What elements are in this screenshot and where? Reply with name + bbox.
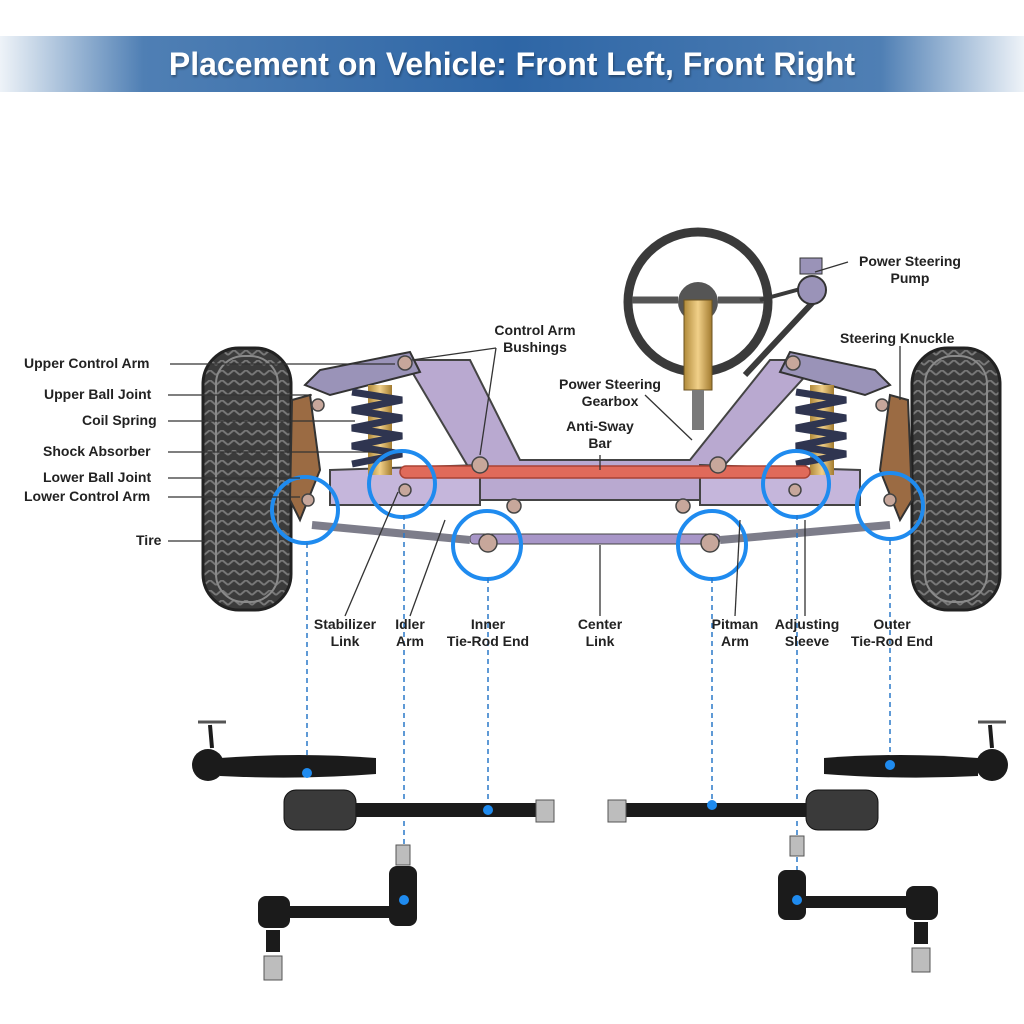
title-banner: Placement on Vehicle: Front Left, Front … <box>0 36 1024 92</box>
label-tire: Tire <box>136 532 162 548</box>
left-tire <box>201 346 293 612</box>
label-coil-spring: Coil Spring <box>82 412 157 428</box>
highlight-circles <box>270 449 925 581</box>
center-link <box>469 533 721 545</box>
guide-lines <box>306 515 891 900</box>
power-steering-pump <box>742 257 827 378</box>
outer-tie-rod-end-right <box>824 720 1008 781</box>
leader-lines <box>168 261 901 617</box>
outer-tie-rod-end-left <box>192 720 376 781</box>
left-upper-control-arm <box>303 350 422 397</box>
label-upper-control-arm: Upper Control Arm <box>24 355 150 371</box>
page-title: Placement on Vehicle: Front Left, Front … <box>168 46 856 82</box>
outer-tie-rod-circle-left <box>270 475 340 545</box>
label-lower-ball-joint: Lower Ball Joint <box>43 469 152 485</box>
stabilizer-circle-left <box>367 449 437 519</box>
left-tie-rod <box>311 521 471 544</box>
joint-markers <box>301 355 897 553</box>
stabilizer-circle-right <box>761 449 831 519</box>
part-markers <box>302 760 895 905</box>
label-lower-control-arm: Lower Control Arm <box>24 488 151 504</box>
inner-tie-rod-right <box>607 789 879 831</box>
label-shock-absorber: Shock Absorber <box>43 443 151 459</box>
right-coil-spring <box>795 385 847 475</box>
outer-tie-rod-circle-right <box>855 471 925 541</box>
label-upper-ball-joint: Upper Ball Joint <box>44 386 152 402</box>
anti-sway-bar <box>399 465 811 479</box>
inner-tie-rod-circle-left <box>451 509 523 581</box>
label-steering-knuckle: Steering Knuckle <box>840 330 955 346</box>
stabilizer-link-left <box>258 844 417 981</box>
inner-tie-rod-left <box>283 789 555 831</box>
steering-wheel <box>623 227 773 430</box>
right-tire <box>910 346 1002 612</box>
stabilizer-link-right <box>778 835 938 973</box>
right-upper-control-arm <box>778 350 892 397</box>
